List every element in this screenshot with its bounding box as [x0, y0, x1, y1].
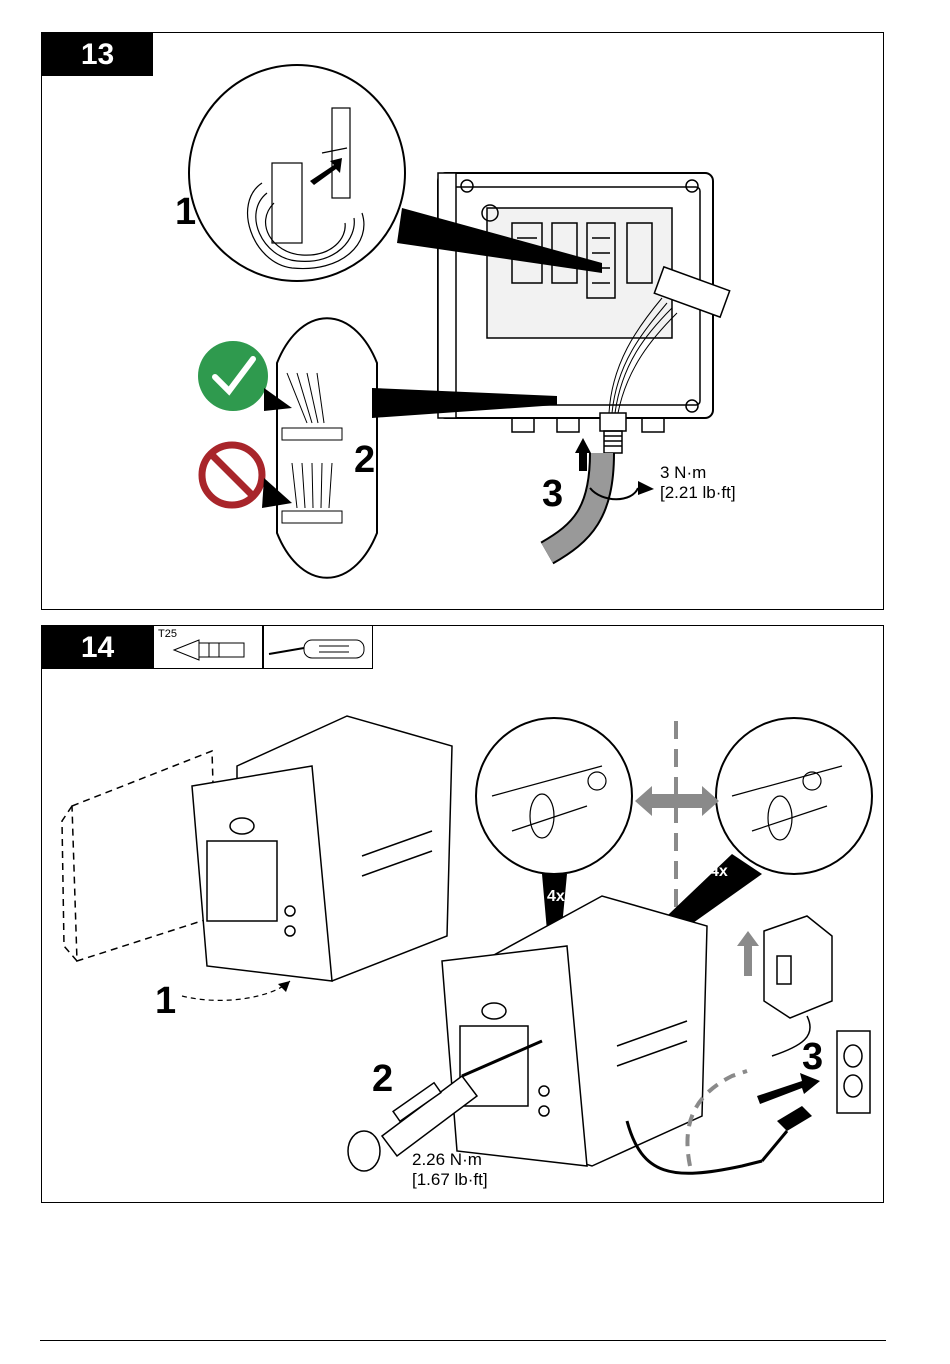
- outlet-icon: [837, 1031, 870, 1113]
- instrument-left: [192, 716, 452, 981]
- zoom-circle-connector: [189, 65, 405, 281]
- up-arrow-icon: [575, 438, 591, 453]
- step-13-torque: 3 N·m [2.21 lb·ft]: [660, 463, 736, 503]
- step-14-callout-3: 3: [802, 1036, 823, 1079]
- step-13-torque-imperial: [2.21 lb·ft]: [660, 483, 736, 503]
- wall-switch-icon: [764, 916, 832, 1056]
- step-13-callout-2: 2: [354, 439, 375, 482]
- step-13-callout-3: 3: [542, 473, 563, 516]
- step-14-repeat-left: 4x: [547, 888, 565, 906]
- step-14-callout-1: 1: [155, 980, 176, 1023]
- step-14-callout-2: 2: [372, 1058, 393, 1101]
- zoom-screw-right: [716, 718, 872, 874]
- step-14-panel: 14 T25: [41, 625, 884, 1203]
- instrument-center: [442, 896, 707, 1166]
- step-14-torque-metric: 2.26 N·m: [412, 1150, 488, 1170]
- step-14-illustration: [42, 626, 885, 1204]
- open-enclosure: [438, 173, 713, 453]
- switch-up-arrow-icon: [737, 931, 759, 976]
- step-13-callout-1: 1: [175, 191, 196, 234]
- footer-rule: [40, 1340, 886, 1341]
- power-plug: [777, 1106, 812, 1131]
- step-14-torque-imperial: [1.67 lb·ft]: [412, 1170, 488, 1190]
- wall-mount-outline: [62, 751, 217, 961]
- step-13-illustration: [42, 33, 885, 611]
- zoom-screw-left: [476, 718, 632, 874]
- step-14-torque: 2.26 N·m [1.67 lb·ft]: [412, 1150, 488, 1190]
- step-14-repeat-right: 4x: [710, 863, 728, 881]
- step-13-torque-metric: 3 N·m: [660, 463, 736, 483]
- step-13-panel: 13: [41, 32, 884, 610]
